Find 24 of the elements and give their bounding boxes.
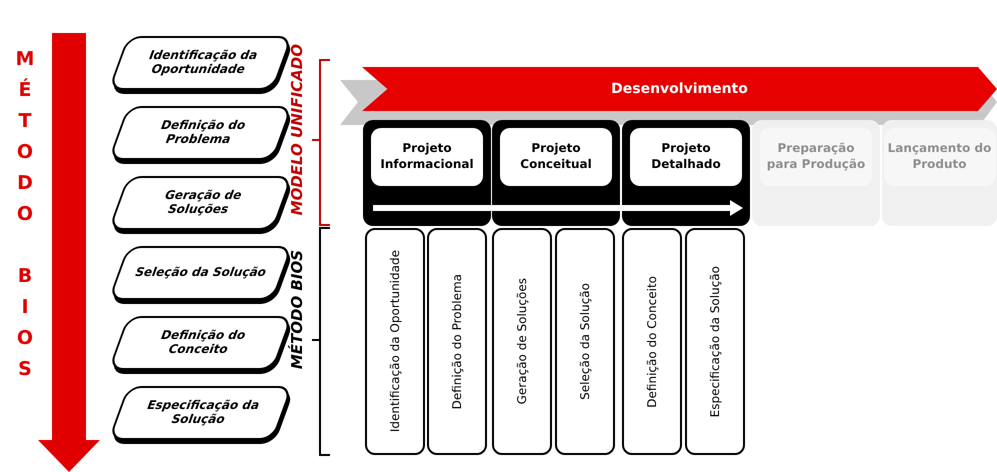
phase-chevron: Desenvolvimento: [362, 67, 997, 111]
phase-title: Lançamento do Produto: [884, 128, 996, 186]
phase-panel: [882, 120, 997, 226]
step-box: [492, 228, 552, 455]
phase-panel: [622, 120, 750, 226]
step-box: [622, 228, 682, 455]
step-box: [365, 228, 425, 455]
step-box: [685, 228, 745, 455]
step-label: Seleção da Solução: [578, 283, 592, 400]
phase-panel: [492, 120, 620, 226]
step-label: Identificação da Oportunidade: [388, 250, 402, 433]
step-label: Especificação da Solução: [708, 266, 722, 418]
phase-panel: [363, 120, 491, 226]
step-box: [427, 228, 487, 455]
phase-panel: [752, 120, 880, 226]
step-label: Definição do Conceito: [645, 276, 659, 408]
phase-title: Projeto Conceitual: [500, 128, 612, 186]
step-label: Definição do Problema: [450, 274, 464, 410]
phase-title: Preparação para Produção: [760, 128, 872, 186]
phase-title: Projeto Informacional: [371, 128, 483, 186]
step-label: Geração de Soluções: [515, 278, 529, 405]
step-box: [555, 228, 615, 455]
phase-title: Projeto Detalhado: [630, 128, 742, 186]
side-label: MÉTODO BIOS: [14, 48, 36, 389]
